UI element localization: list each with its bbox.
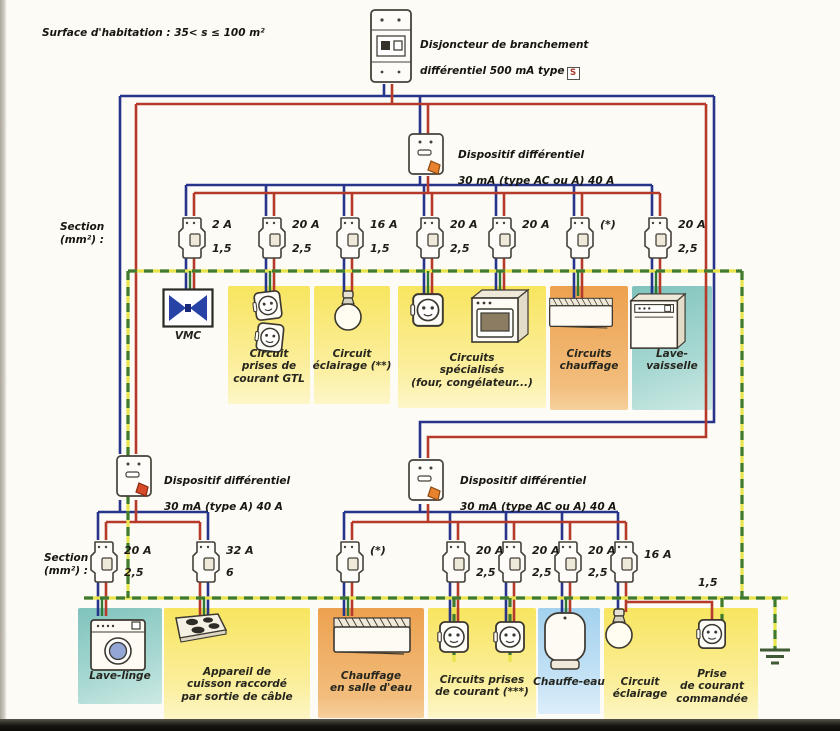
circuit-breaker-icon bbox=[442, 541, 470, 583]
section-label-bottom: Section (mm²) : bbox=[44, 552, 89, 578]
water-heater-icon bbox=[544, 612, 586, 670]
main-breaker-label: Disjoncteur de branchement différentiel … bbox=[420, 26, 589, 81]
breaker-section: 1,5 bbox=[370, 242, 390, 255]
socket-icon bbox=[696, 619, 727, 649]
scan-edge-left bbox=[0, 0, 7, 731]
circuit-breaker-icon bbox=[336, 217, 364, 259]
prises-gtl-label: Circuit prises de courant GTL bbox=[233, 348, 305, 385]
circuit-eclairage-label: Circuit éclairage bbox=[612, 676, 668, 701]
circuit-breaker-icon bbox=[488, 217, 516, 259]
light-bulb-icon bbox=[605, 608, 633, 649]
socket-icon bbox=[437, 621, 469, 653]
branch-section: 1,5 bbox=[698, 576, 718, 589]
main-breaker-label-line2: différentiel 500 mA type bbox=[420, 65, 565, 78]
circuit-breaker-icon bbox=[258, 217, 286, 259]
prise-commandee-label: Prise de courant commandée bbox=[676, 668, 748, 705]
breaker-rating: 20 A bbox=[678, 218, 706, 231]
differential-1-line1: Dispositif différentiel bbox=[458, 149, 585, 162]
differential-1-label: Dispositif différentiel 30 mA (type AC o… bbox=[458, 136, 614, 189]
surface-note: Surface d'habitation : 35< s ≤ 100 m² bbox=[42, 27, 265, 39]
socket-icon bbox=[493, 621, 525, 653]
heater-icon bbox=[548, 297, 614, 329]
circuit-breaker-icon bbox=[610, 541, 638, 583]
circuit-breaker-icon bbox=[178, 217, 206, 259]
section-label-top: Section (mm²) : bbox=[60, 221, 105, 247]
specialises-label: Circuits spécialisés (four, congélateur.… bbox=[411, 352, 533, 389]
breaker-rating: 20 A bbox=[450, 218, 478, 231]
breaker-rating: 20 A bbox=[476, 544, 504, 557]
type-s-badge: S bbox=[566, 67, 580, 81]
breaker-section: 2,5 bbox=[588, 566, 608, 579]
vmc-label: VMC bbox=[174, 330, 202, 342]
differential-3-line2: 30 mA (type AC ou A) 40 A bbox=[460, 501, 617, 514]
breaker-rating: 16 A bbox=[644, 548, 672, 561]
breaker-rating: (*) bbox=[370, 544, 386, 557]
breaker-section: 2,5 bbox=[678, 242, 698, 255]
breaker-rating: 32 A bbox=[226, 544, 254, 557]
differential-3-line1: Dispositif différentiel bbox=[460, 475, 587, 488]
main-breaker-icon bbox=[370, 9, 412, 83]
breaker-section: 1,5 bbox=[212, 242, 232, 255]
differential-1-icon bbox=[408, 133, 444, 175]
breaker-rating: 16 A bbox=[370, 218, 398, 231]
circuit-breaker-icon bbox=[416, 217, 444, 259]
socket-icon bbox=[254, 322, 285, 353]
chauffage-label: Circuits chauffage bbox=[559, 348, 619, 373]
breaker-section: 2,5 bbox=[292, 242, 312, 255]
breaker-section: 2,5 bbox=[124, 566, 144, 579]
dishwasher-icon bbox=[629, 292, 687, 350]
differential-2-line2: 30 mA (type A) 40 A bbox=[164, 501, 283, 514]
circuit-breaker-icon bbox=[566, 217, 594, 259]
circuit-breaker-icon bbox=[336, 541, 364, 583]
washing-machine-icon bbox=[90, 619, 146, 671]
vmc-icon bbox=[162, 288, 214, 328]
socket-icon bbox=[410, 293, 444, 327]
light-bulb-icon bbox=[334, 290, 362, 331]
heater-icon bbox=[333, 617, 411, 655]
breaker-rating: 20 A bbox=[532, 544, 560, 557]
chauffe-eau-label: Chauffe-eau bbox=[533, 676, 605, 688]
breaker-section: 2,5 bbox=[476, 566, 496, 579]
circuit-breaker-icon bbox=[498, 541, 526, 583]
differential-3-icon bbox=[408, 459, 444, 501]
differential-2-label: Dispositif différentiel 30 mA (type A) 4… bbox=[164, 462, 290, 515]
breaker-section: 2,5 bbox=[532, 566, 552, 579]
circuit-breaker-icon bbox=[644, 217, 672, 259]
main-breaker-label-line1: Disjoncteur de branchement bbox=[420, 39, 589, 52]
cooktop-icon bbox=[175, 613, 228, 643]
breaker-rating: 20 A bbox=[124, 544, 152, 557]
breaker-rating: 20 A bbox=[522, 218, 550, 231]
lave-vaisselle-label: Lave- vaisselle bbox=[646, 348, 698, 373]
breaker-rating: 20 A bbox=[588, 544, 616, 557]
scan-edge-bottom bbox=[0, 719, 840, 731]
chauffage-salle-eau-label: Chauffage en salle d'eau bbox=[330, 670, 412, 695]
breaker-rating: 2 A bbox=[212, 218, 232, 231]
breaker-section: 6 bbox=[226, 566, 234, 579]
circuit-breaker-icon bbox=[192, 541, 220, 583]
eclairage-label: Circuit éclairage (**) bbox=[312, 348, 392, 373]
lave-linge-label: Lave-linge bbox=[89, 670, 151, 682]
breaker-rating: (*) bbox=[600, 218, 616, 231]
circuit-breaker-icon bbox=[554, 541, 582, 583]
breaker-rating: 20 A bbox=[292, 218, 320, 231]
socket-icon bbox=[252, 290, 283, 321]
differential-2-icon bbox=[116, 455, 152, 497]
ground-icon bbox=[760, 648, 790, 665]
oven-icon bbox=[470, 288, 530, 344]
breaker-section: 2,5 bbox=[450, 242, 470, 255]
cuisson-label: Appareil de cuisson raccordé par sortie … bbox=[181, 666, 293, 703]
differential-1-line2: 30 mA (type AC ou A) 40 A bbox=[458, 175, 615, 188]
circuits-prises-label: Circuits prises de courant (***) bbox=[435, 674, 529, 699]
differential-3-label: Dispositif différentiel 30 mA (type AC o… bbox=[460, 462, 616, 515]
circuit-breaker-icon bbox=[90, 541, 118, 583]
differential-2-line1: Dispositif différentiel bbox=[164, 475, 291, 488]
